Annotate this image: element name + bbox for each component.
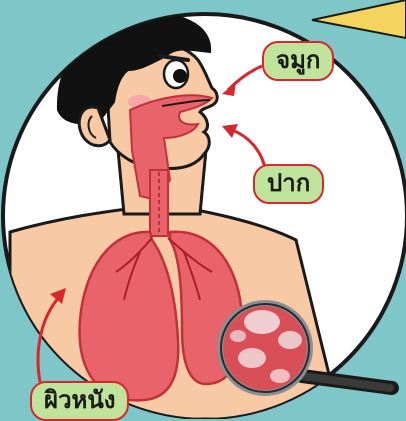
speech-bubble-icon <box>312 0 406 38</box>
skin-label: ผิวหนัง <box>30 381 129 421</box>
nose-label: จมูก <box>262 41 334 81</box>
mouth-label: ปาก <box>253 164 324 204</box>
